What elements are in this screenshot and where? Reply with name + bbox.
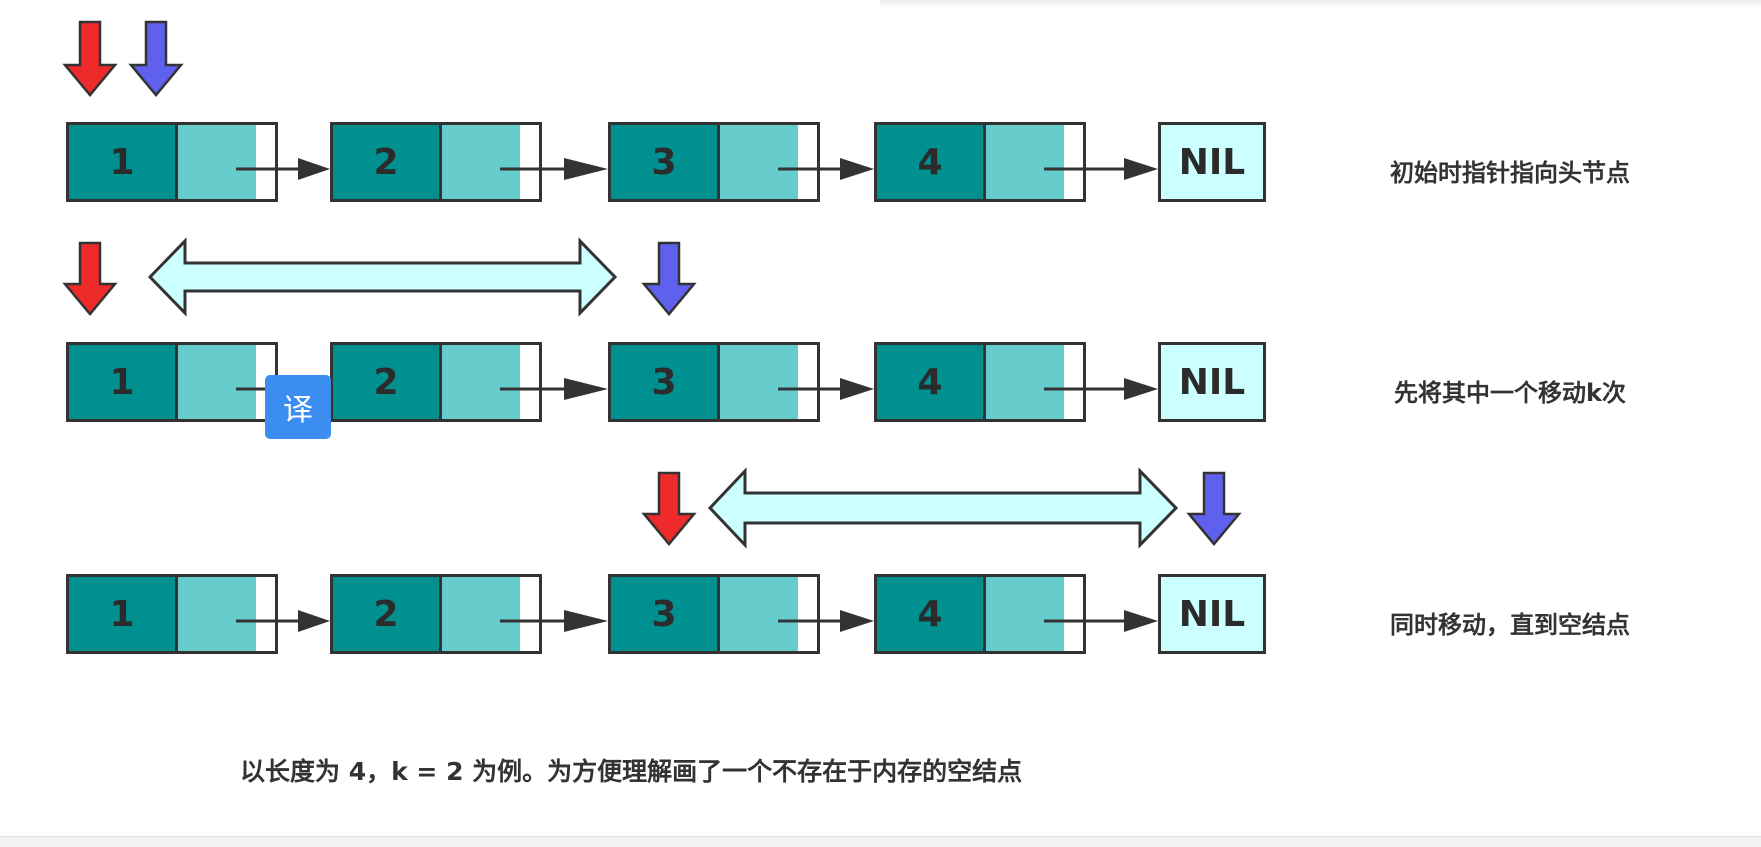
row1-nil-node: NIL [1158,122,1266,202]
row1-node-4: 4 [874,122,1086,202]
node-value: 2 [333,345,442,419]
node-value: 1 [69,125,178,199]
pointer-arrow-blue [1186,471,1242,546]
node-value: 4 [877,125,986,199]
row2-node-3: 3 [608,342,820,422]
row3-node-1: 1 [66,574,278,654]
arrowhead [1124,610,1158,632]
translate-button[interactable]: 译 [265,375,331,439]
node-value: 2 [333,125,442,199]
node-value: 2 [333,577,442,651]
arrowhead [564,610,608,632]
row3-node-4: 4 [874,574,1086,654]
node-value: 1 [69,577,178,651]
row3-nil-node: NIL [1158,574,1266,654]
row3-node-3: 3 [608,574,820,654]
row2-node-1: 1 [66,342,278,422]
node-next-cell [178,577,256,651]
node-next-cell [720,125,798,199]
slow-pointer-arrow [128,20,184,97]
gap-double-arrow [707,467,1179,549]
node-value: 1 [69,345,178,419]
arrowhead [298,610,330,632]
arrowhead [1124,158,1158,180]
arrowhead [840,378,874,400]
row1-label: 初始时指针指向头节点 [1390,158,1630,187]
row1-node-2: 2 [330,122,542,202]
pointer-arrow-red [641,471,697,546]
node-next-cell [442,577,520,651]
node-next-cell [442,345,520,419]
row2-node-4: 4 [874,342,1086,422]
node-next-cell [442,125,520,199]
node-next-cell [178,345,256,419]
node-next-cell [720,345,798,419]
pointer-arrow-red [62,241,118,316]
node-value: 4 [877,577,986,651]
row3-node-2: 2 [330,574,542,654]
node-value: 3 [611,577,720,651]
arrowhead [564,378,608,400]
gap-double-arrow [147,237,618,317]
arrowhead [840,610,874,632]
node-next-cell [986,345,1064,419]
row1-node-1: 1 [66,122,278,202]
bottom-divider [0,836,1761,847]
node-next-cell [178,125,256,199]
node-next-cell [720,577,798,651]
arrowhead [840,158,874,180]
row3-label: 同时移动，直到空结点 [1390,610,1630,639]
pointer-arrow-blue [641,241,697,316]
row2-node-2: 2 [330,342,542,422]
arrowhead [1124,378,1158,400]
node-next-cell [986,577,1064,651]
row2-nil-node: NIL [1158,342,1266,422]
row2-label: 先将其中一个移动k次 [1394,378,1626,407]
node-next-cell [986,125,1064,199]
node-value: 4 [877,345,986,419]
row1-node-3: 3 [608,122,820,202]
fast-pointer-arrow [62,20,118,97]
top-shadow [880,0,1761,8]
diagram-caption: 以长度为 4，k = 2 为例。为方便理解画了一个不存在于内存的空结点 [240,757,1023,786]
arrowhead [564,158,608,180]
node-value: 3 [611,345,720,419]
arrowhead [298,158,330,180]
node-value: 3 [611,125,720,199]
